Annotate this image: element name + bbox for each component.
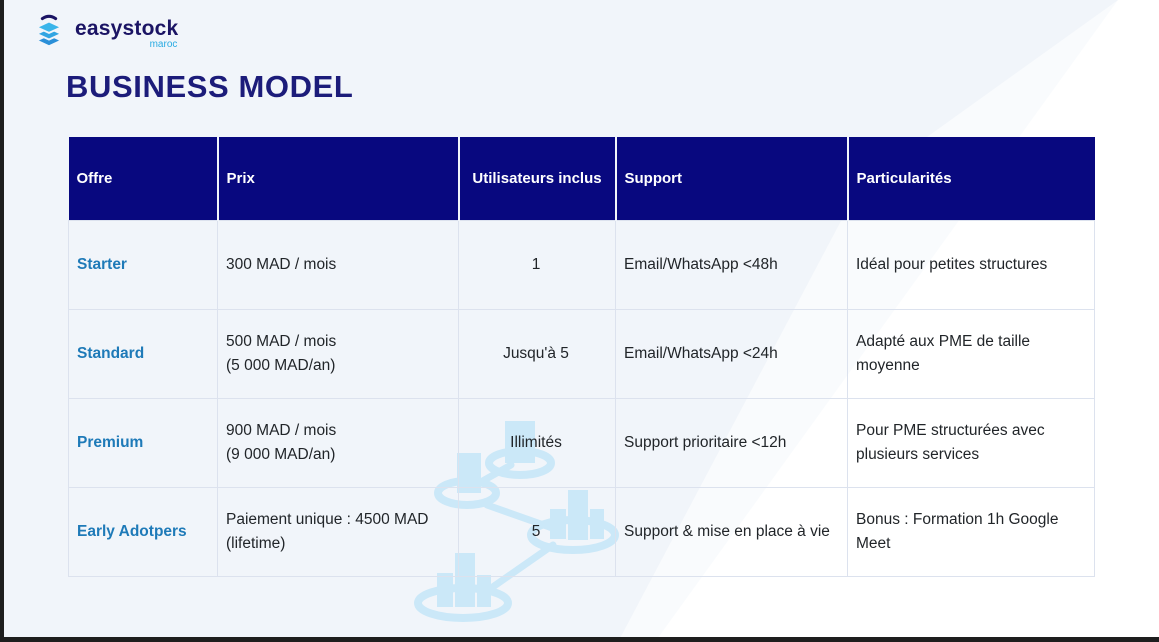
table-row-premium: Premium 900 MAD / mois (9 000 MAD/an) Il…: [68, 398, 1095, 488]
header-cell-offre: Offre: [68, 137, 219, 221]
cell-utilisateurs: Jusqu'à 5: [458, 309, 616, 399]
cell-support: Email/WhatsApp <24h: [615, 309, 848, 399]
pricing-table-body: Starter 300 MAD / mois 1 Email/WhatsApp …: [68, 220, 1095, 577]
logo-brand: easystock: [75, 17, 179, 40]
pricing-table-header: Offre Prix Utilisateurs inclus Support P…: [68, 137, 1095, 221]
cell-prix: 500 MAD / mois (5 000 MAD/an): [217, 309, 459, 399]
plan-name-standard: Standard: [68, 309, 218, 399]
plan-name-starter: Starter: [68, 220, 218, 310]
cell-particularites: Pour PME structurées avec plusieurs serv…: [847, 398, 1095, 488]
stacked-layers-icon: [34, 14, 64, 48]
page-title: BUSINESS MODEL: [66, 69, 354, 104]
plan-name-premium: Premium: [68, 398, 218, 488]
pricing-table: Offre Prix Utilisateurs inclus Support P…: [68, 137, 1095, 577]
plan-name-early-adotpers: Early Adotpers: [68, 487, 218, 577]
logo-tagline: maroc: [149, 39, 178, 50]
cell-support: Support & mise en place à vie: [615, 487, 848, 577]
header-cell-support: Support: [615, 137, 849, 221]
cell-utilisateurs: Illimités: [458, 398, 616, 488]
cell-particularites: Adapté aux PME de taille moyenne: [847, 309, 1095, 399]
table-row-starter: Starter 300 MAD / mois 1 Email/WhatsApp …: [68, 220, 1095, 310]
screenshot-left-edge: [0, 0, 4, 642]
cell-prix: Paiement unique : 4500 MAD (lifetime): [217, 487, 459, 577]
table-row-early-adotpers: Early Adotpers Paiement unique : 4500 MA…: [68, 487, 1095, 577]
cell-utilisateurs: 1: [458, 220, 616, 310]
cell-particularites: Bonus : Formation 1h Google Meet: [847, 487, 1095, 577]
header-cell-utilisateurs: Utilisateurs inclus: [458, 137, 617, 221]
cell-utilisateurs: 5: [458, 487, 616, 577]
cell-support: Email/WhatsApp <48h: [615, 220, 848, 310]
logo-text: easystock maroc: [75, 12, 178, 50]
table-row-standard: Standard 500 MAD / mois (5 000 MAD/an) J…: [68, 309, 1095, 399]
cell-prix: 300 MAD / mois: [217, 220, 459, 310]
logo: easystock maroc: [30, 12, 178, 50]
header-cell-prix: Prix: [217, 137, 460, 221]
cell-particularites: Idéal pour petites structures: [847, 220, 1095, 310]
screenshot-bottom-edge: [0, 637, 1159, 642]
cell-support: Support prioritaire <12h: [615, 398, 848, 488]
header-cell-particularites: Particularités: [847, 137, 1095, 221]
header-row: Offre Prix Utilisateurs inclus Support P…: [68, 137, 1095, 221]
cell-prix: 900 MAD / mois (9 000 MAD/an): [217, 398, 459, 488]
